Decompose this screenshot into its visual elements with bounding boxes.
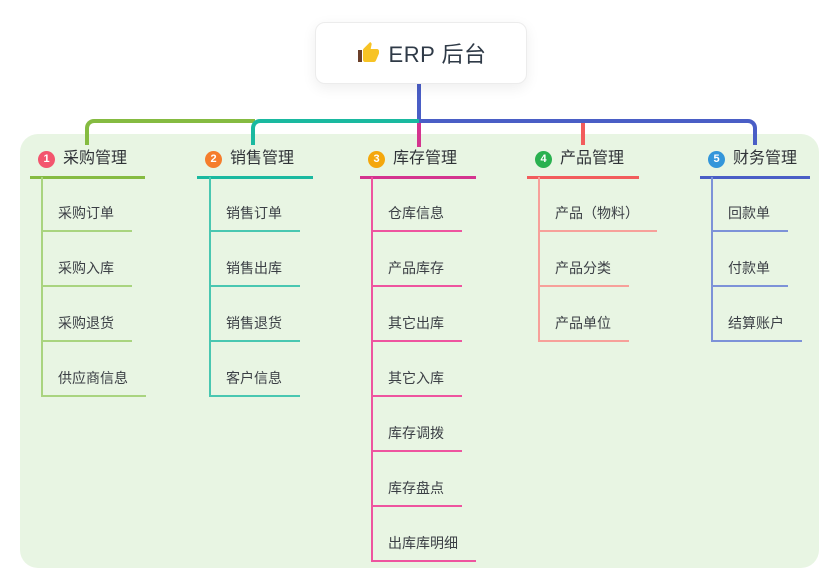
connector-branch-3-drop <box>417 123 421 147</box>
child-item-label: 其它出库 <box>388 315 444 331</box>
child-item-label: 产品库存 <box>388 260 444 276</box>
child-item-label: 付款单 <box>728 260 770 276</box>
branch-3-label: 库存管理 <box>393 150 458 167</box>
connector-branch-1 <box>85 119 255 145</box>
child-item-label: 销售出库 <box>226 260 282 276</box>
root-title: ERP 后台 <box>388 42 487 67</box>
connector-branch-2 <box>251 119 421 145</box>
child-item-stock-transfer[interactable]: 库存调拨 <box>371 425 462 452</box>
child-item-settlement-account[interactable]: 结算账户 <box>711 315 802 342</box>
child-item-label: 产品（物料） <box>555 205 639 221</box>
child-item-sales-return[interactable]: 销售退货 <box>209 315 300 342</box>
connector-branch-4-drop <box>581 123 585 145</box>
child-item-label: 其它入库 <box>388 370 444 386</box>
child-item-purchase-order[interactable]: 采购订单 <box>41 205 132 232</box>
child-item-label: 采购入库 <box>58 260 114 276</box>
branch-node-purchase[interactable]: 1 采购管理 <box>30 148 145 179</box>
connector-branch-5 <box>419 119 757 145</box>
child-item-label: 出库库明细 <box>388 535 458 551</box>
branch-node-inventory[interactable]: 3 库存管理 <box>360 148 476 179</box>
branch-5-label: 财务管理 <box>733 150 798 167</box>
child-item-stock-taking[interactable]: 库存盘点 <box>371 480 462 507</box>
branch-5-badge: 5 <box>708 150 725 168</box>
child-item-label: 库存盘点 <box>388 480 444 496</box>
connector-root-line <box>417 82 421 120</box>
child-item-label: 销售退货 <box>226 315 282 331</box>
child-item-sales-outbound[interactable]: 销售出库 <box>209 260 300 287</box>
child-item-warehouse-info[interactable]: 仓库信息 <box>371 205 462 232</box>
child-item-label: 供应商信息 <box>58 370 128 386</box>
child-item-outbound-detail[interactable]: 出库库明细 <box>371 535 476 562</box>
child-item-label: 库存调拨 <box>388 425 444 441</box>
child-item-product-stock[interactable]: 产品库存 <box>371 260 462 287</box>
child-item-purchase-inbound[interactable]: 采购入库 <box>41 260 132 287</box>
thumbs-up-icon <box>356 41 380 65</box>
branch-1-badge: 1 <box>38 150 55 168</box>
child-item-receipt-bill[interactable]: 回款单 <box>711 205 788 232</box>
child-item-label: 结算账户 <box>728 315 784 331</box>
child-item-purchase-return[interactable]: 采购退货 <box>41 315 132 342</box>
branch-node-product[interactable]: 4 产品管理 <box>527 148 639 179</box>
child-item-customer-info[interactable]: 客户信息 <box>209 370 300 397</box>
child-item-label: 客户信息 <box>226 370 282 386</box>
root-node[interactable]: ERP 后台 <box>315 22 527 84</box>
branches-panel <box>20 134 819 568</box>
child-item-supplier-info[interactable]: 供应商信息 <box>41 370 146 397</box>
branch-2-label: 销售管理 <box>230 150 295 167</box>
branch-4-label: 产品管理 <box>560 150 625 167</box>
branch-node-sales[interactable]: 2 销售管理 <box>197 148 313 179</box>
branch-node-finance[interactable]: 5 财务管理 <box>700 148 810 179</box>
child-item-payment-bill[interactable]: 付款单 <box>711 260 788 287</box>
child-item-other-inbound[interactable]: 其它入库 <box>371 370 462 397</box>
branch-1-label: 采购管理 <box>63 150 128 167</box>
child-item-label: 产品分类 <box>555 260 611 276</box>
child-item-product-material[interactable]: 产品（物料） <box>538 205 657 232</box>
child-item-label: 回款单 <box>728 205 770 221</box>
child-item-label: 销售订单 <box>226 205 282 221</box>
branch-2-badge: 2 <box>205 150 222 168</box>
child-item-label: 产品单位 <box>555 315 611 331</box>
branch-3-badge: 3 <box>368 150 385 168</box>
child-item-sales-order[interactable]: 销售订单 <box>209 205 300 232</box>
child-item-other-outbound[interactable]: 其它出库 <box>371 315 462 342</box>
child-item-label: 采购订单 <box>58 205 114 221</box>
branch-4-badge: 4 <box>535 150 552 168</box>
child-item-label: 仓库信息 <box>388 205 444 221</box>
child-item-label: 采购退货 <box>58 315 114 331</box>
child-item-product-category[interactable]: 产品分类 <box>538 260 629 287</box>
child-item-product-unit[interactable]: 产品单位 <box>538 315 629 342</box>
